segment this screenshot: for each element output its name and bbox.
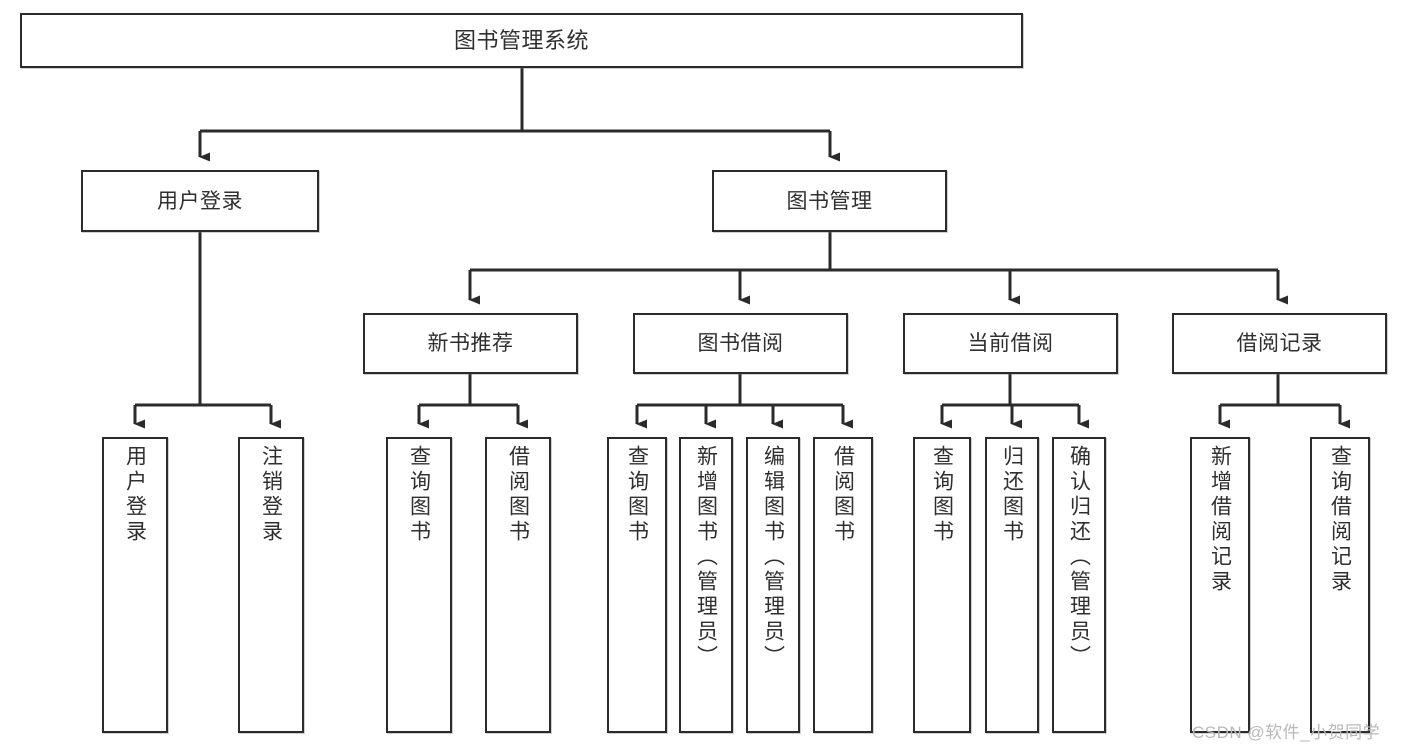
- leaf-query-record[interactable]: 查询借阅记录: [1310, 437, 1370, 733]
- node-borrow-record-label: 借阅记录: [1236, 332, 1323, 355]
- leaf-add-book[interactable]: 新增图书（管理员）: [679, 437, 733, 733]
- leaf-edit-book[interactable]: 编辑图书（管理员）: [746, 437, 800, 733]
- node-current-borrow-label: 当前借阅: [967, 332, 1054, 355]
- leaf-confirm-return-label: 确认归还（管理员）: [1067, 445, 1091, 670]
- leaf-query-book-2[interactable]: 查询图书: [607, 437, 667, 733]
- node-new-book-recommend-label: 新书推荐: [427, 332, 514, 355]
- leaf-borrow-book-2[interactable]: 借阅图书: [813, 437, 873, 733]
- leaf-borrow-book-2-label: 借阅图书: [831, 445, 855, 545]
- leaf-return-book[interactable]: 归还图书: [985, 437, 1039, 733]
- node-book-manage[interactable]: 图书管理: [712, 170, 947, 232]
- leaf-user-login-label: 用户登录: [123, 445, 147, 545]
- leaf-borrow-book-1[interactable]: 借阅图书: [485, 437, 551, 733]
- leaf-logout-label: 注销登录: [259, 445, 283, 545]
- leaf-add-book-label: 新增图书（管理员）: [694, 445, 718, 670]
- leaf-borrow-book-1-label: 借阅图书: [506, 445, 530, 545]
- leaf-logout[interactable]: 注销登录: [238, 437, 304, 733]
- leaf-query-book-1[interactable]: 查询图书: [386, 437, 452, 733]
- node-root-label: 图书管理系统: [453, 27, 589, 53]
- leaf-confirm-return[interactable]: 确认归还（管理员）: [1052, 437, 1106, 733]
- leaf-add-record[interactable]: 新增借阅记录: [1190, 437, 1250, 733]
- node-root[interactable]: 图书管理系统: [20, 13, 1023, 68]
- leaf-query-book-3-label: 查询图书: [930, 445, 954, 545]
- leaf-edit-book-label: 编辑图书（管理员）: [761, 445, 785, 670]
- node-book-borrow[interactable]: 图书借阅: [633, 313, 848, 374]
- leaf-query-book-1-label: 查询图书: [407, 445, 431, 545]
- node-user-login-label: 用户登录: [157, 189, 243, 213]
- node-user-login[interactable]: 用户登录: [81, 170, 319, 232]
- leaf-query-record-label: 查询借阅记录: [1328, 445, 1352, 595]
- node-borrow-record[interactable]: 借阅记录: [1172, 313, 1387, 374]
- csdn-watermark: CSDN @软件_小贺同学: [1192, 718, 1380, 743]
- node-book-manage-label: 图书管理: [786, 189, 873, 213]
- node-book-borrow-label: 图书借阅: [697, 332, 784, 355]
- csdn-watermark-text: CSDN @软件_小贺同学: [1192, 723, 1381, 742]
- leaf-query-book-2-label: 查询图书: [625, 445, 649, 545]
- leaf-add-record-label: 新增借阅记录: [1208, 445, 1232, 595]
- node-new-book-recommend[interactable]: 新书推荐: [363, 313, 578, 374]
- leaf-return-book-label: 归还图书: [1000, 445, 1024, 545]
- node-current-borrow[interactable]: 当前借阅: [903, 313, 1118, 374]
- leaf-query-book-3[interactable]: 查询图书: [913, 437, 971, 733]
- leaf-user-login[interactable]: 用户登录: [102, 437, 168, 733]
